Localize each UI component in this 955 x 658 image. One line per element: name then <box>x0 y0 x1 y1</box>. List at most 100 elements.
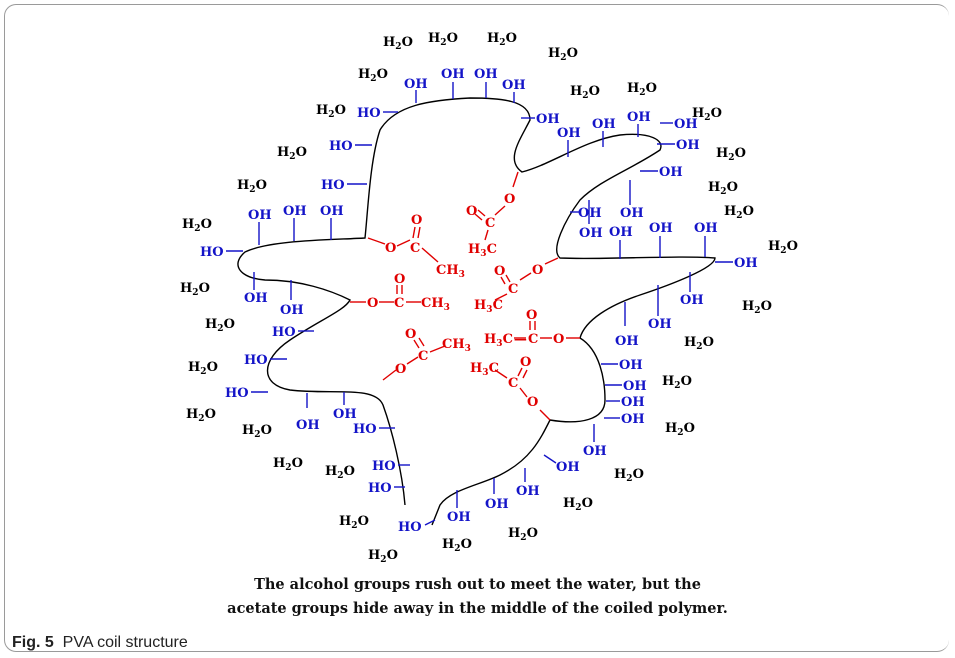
water-molecule: H2O <box>570 84 600 101</box>
acetate-group: O C O H3C <box>470 355 551 421</box>
diagram-caption-line-2: acetate groups hide away in the middle o… <box>227 600 728 617</box>
water-molecule: H2O <box>428 31 458 48</box>
acetate-group: O C O H3C— <box>484 308 580 349</box>
svg-text:O: O <box>504 192 515 207</box>
svg-text:OH: OH <box>296 418 320 433</box>
svg-text:H2O: H2O <box>742 299 772 316</box>
water-molecule: H2O <box>186 407 216 424</box>
hydroxyl-group: OH <box>715 256 758 271</box>
hydroxyl-group: OH <box>521 112 560 127</box>
svg-text:OH: OH <box>615 334 639 349</box>
svg-text:H2O: H2O <box>665 421 695 438</box>
svg-text:O: O <box>520 355 531 370</box>
svg-text:OH: OH <box>516 484 540 499</box>
svg-text:OH: OH <box>674 117 698 132</box>
hydroxyl-group: OH <box>244 272 268 306</box>
svg-text:O: O <box>553 332 564 347</box>
svg-text:H2O: H2O <box>205 317 235 334</box>
svg-text:OH: OH <box>648 317 672 332</box>
svg-text:CH3: CH3 <box>442 337 471 354</box>
svg-text:OH: OH <box>557 126 581 141</box>
svg-text:H3C: H3C <box>468 242 497 259</box>
water-molecule: H2O <box>768 239 798 256</box>
hydroxyl-group: HO <box>372 459 410 474</box>
svg-text:H2O: H2O <box>428 31 458 48</box>
water-molecule: H2O <box>383 35 413 52</box>
hydroxyl-group: HO <box>368 481 405 496</box>
hydroxyl-group: OH <box>441 67 465 99</box>
svg-text:H2O: H2O <box>182 217 212 234</box>
svg-text:OH: OH <box>621 395 645 410</box>
water-molecule: H2O <box>188 360 218 377</box>
hydroxyl-group: HO <box>272 325 314 340</box>
svg-text:OH: OH <box>680 293 704 308</box>
diagram-caption-line-1: The alcohol groups rush out to meet the … <box>254 576 701 593</box>
svg-text:H2O: H2O <box>627 81 657 98</box>
water-molecule: H2O <box>742 299 772 316</box>
hydroxyl-group: OH <box>485 478 509 512</box>
water-molecule: H2O <box>339 514 369 531</box>
water-molecule: H2O <box>627 81 657 98</box>
svg-text:H2O: H2O <box>768 239 798 256</box>
hydroxyl-group: OH <box>660 117 698 132</box>
svg-text:OH: OH <box>592 117 616 132</box>
svg-text:H2O: H2O <box>339 514 369 531</box>
svg-text:HO: HO <box>398 520 422 535</box>
hydroxyl-group: HO <box>225 386 268 401</box>
hydroxyl-group: OH <box>333 392 357 422</box>
hydroxyl-group: OH <box>283 204 307 241</box>
hydroxyl-group: OH <box>640 165 683 180</box>
svg-text:OH: OH <box>244 291 268 306</box>
svg-text:H2O: H2O <box>273 456 303 473</box>
svg-text:O: O <box>405 327 416 342</box>
svg-text:O: O <box>494 264 505 279</box>
hydroxyl-group: OH <box>601 358 643 373</box>
svg-text:OH: OH <box>474 67 498 82</box>
svg-text:OH: OH <box>283 204 307 219</box>
svg-text:OH: OH <box>320 204 344 219</box>
water-molecule: H2O <box>665 421 695 438</box>
svg-text:H3C: H3C <box>474 298 503 315</box>
figure-frame <box>4 4 949 652</box>
svg-text:OH: OH <box>536 112 560 127</box>
water-molecule: H2O <box>273 456 303 473</box>
svg-text:H2O: H2O <box>716 146 746 163</box>
figure-number: Fig. 5 <box>12 634 54 651</box>
svg-text:OH: OH <box>627 110 651 125</box>
svg-text:H2O: H2O <box>358 67 388 84</box>
svg-text:OH: OH <box>623 379 647 394</box>
hydroxyl-group: OH <box>649 221 673 258</box>
svg-text:OH: OH <box>676 138 700 153</box>
hydroxyl-group: OH <box>447 490 471 525</box>
svg-text:HO: HO <box>200 245 224 260</box>
svg-text:H2O: H2O <box>368 548 398 565</box>
hydroxyl-group: HO <box>321 178 367 193</box>
svg-text:OH: OH <box>404 77 428 92</box>
svg-text:O: O <box>466 204 477 219</box>
hydroxyl-group: OH <box>583 424 607 459</box>
svg-text:O: O <box>367 296 378 311</box>
water-molecules: H2O H2O H2O H2O H2O H2O H2O H2O H2O H2O … <box>180 31 798 565</box>
hydroxyl-group: HO <box>200 245 243 260</box>
svg-text:C: C <box>508 376 518 391</box>
svg-text:H2O: H2O <box>563 496 593 513</box>
hydroxyl-group: OH <box>694 221 718 257</box>
water-molecule: H2O <box>316 103 346 120</box>
hydroxyl-group: OH <box>680 272 704 308</box>
svg-text:OH: OH <box>556 460 580 475</box>
svg-text:H2O: H2O <box>570 84 600 101</box>
hydroxyl-group: OH <box>579 200 603 241</box>
hydroxyl-group: OH <box>592 117 616 147</box>
svg-text:H2O: H2O <box>614 467 644 484</box>
svg-text:HO: HO <box>372 459 396 474</box>
svg-text:OH: OH <box>447 510 471 525</box>
water-molecule: H2O <box>692 106 722 123</box>
svg-text:C: C <box>485 216 495 231</box>
hydroxyl-group: OH <box>627 110 651 137</box>
svg-text:HO: HO <box>272 325 296 340</box>
acetate-group: O C O CH3 <box>382 327 471 381</box>
svg-text:H3C: H3C <box>470 361 499 378</box>
svg-text:H2O: H2O <box>548 46 578 63</box>
svg-text:H2O: H2O <box>708 180 738 197</box>
water-molecule: H2O <box>708 180 738 197</box>
